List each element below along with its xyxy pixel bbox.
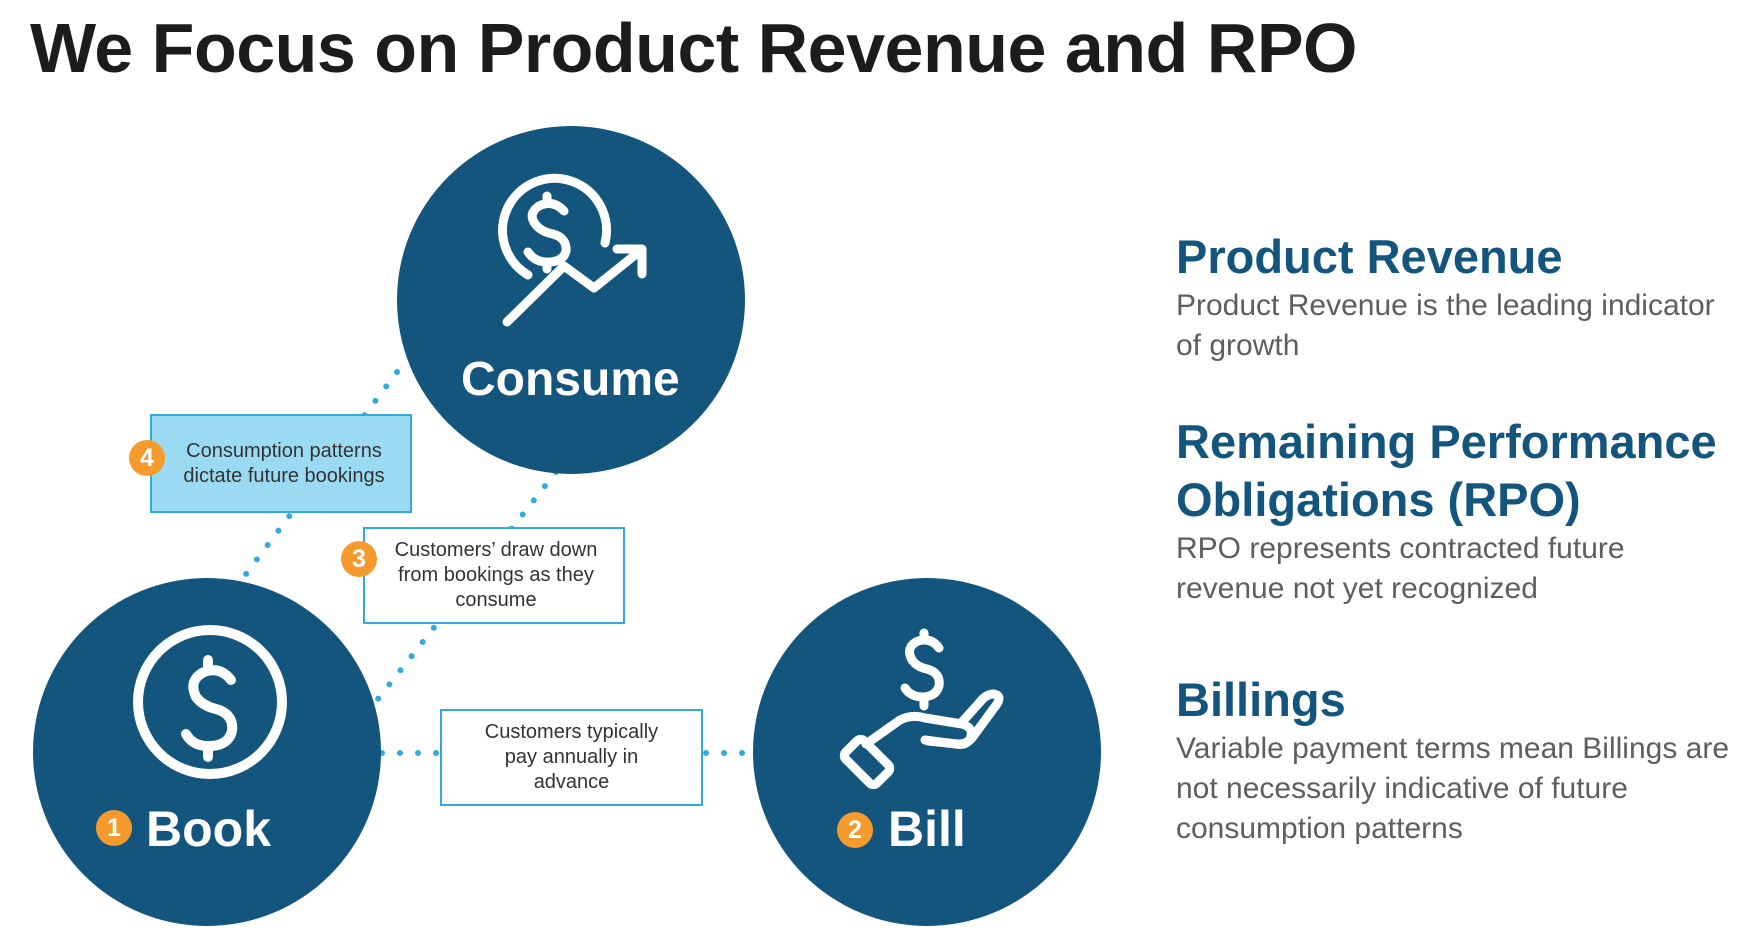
- dollar-hand-icon: [839, 628, 1004, 790]
- definition-heading: Remaining Performance Obligations (RPO): [1176, 415, 1717, 526]
- payment-callout: Customers typically pay annually in adva…: [440, 709, 703, 806]
- consume-circle: [397, 126, 745, 474]
- step-1-badge: 1: [96, 810, 132, 846]
- definition-text: Variable payment terms mean Billings are…: [1176, 732, 1730, 845]
- step-3-badge: 3: [341, 541, 377, 577]
- draw-down-callout: Customers’ draw down from bookings as th…: [363, 527, 625, 624]
- book-label: Book: [146, 801, 271, 857]
- definition-heading: Billings: [1176, 673, 1346, 726]
- definition-billings: Billings Variable payment terms mean Bil…: [1176, 671, 1736, 849]
- payment-callout-text: Customers typically pay annually in adva…: [484, 721, 659, 793]
- definition-text: Product Revenue is the leading indicator…: [1176, 289, 1715, 362]
- consumption-callout-text: Consumption patterns dictate future book…: [183, 439, 385, 487]
- step-2-badge: 2: [837, 812, 873, 848]
- bill-label: Bill: [888, 801, 966, 857]
- dollar-circle-icon: [133, 625, 287, 779]
- dollar-growth-arrow-icon: [498, 173, 647, 327]
- page-title: We Focus on Product Revenue and RPO: [30, 9, 1357, 87]
- definition-heading: Product Revenue: [1176, 230, 1563, 283]
- consumption-callout: Consumption patterns dictate future book…: [150, 414, 412, 513]
- definition-product-revenue: Product Revenue Product Revenue is the l…: [1176, 228, 1736, 366]
- step-4-badge: 4: [129, 440, 165, 476]
- draw-down-callout-text: Customers’ draw down from bookings as th…: [394, 539, 598, 611]
- definition-text: RPO represents contracted future revenue…: [1176, 532, 1625, 605]
- consume-label: Consume: [461, 353, 680, 406]
- definition-rpo: Remaining Performance Obligations (RPO) …: [1176, 413, 1736, 609]
